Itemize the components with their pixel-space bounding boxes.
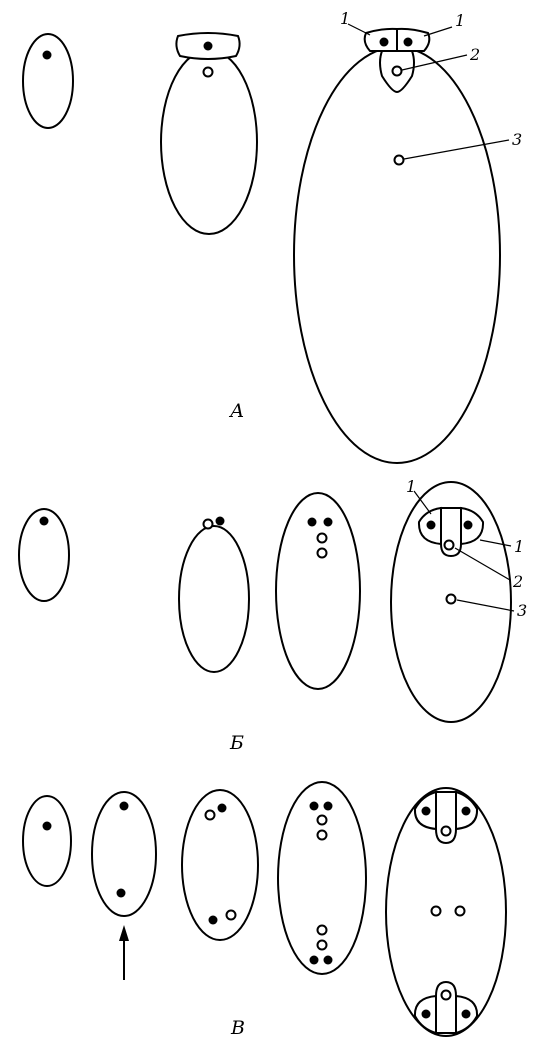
nucleus-open [442, 827, 451, 836]
nucleus-filled [310, 956, 319, 965]
nucleus-filled [43, 51, 52, 60]
nucleus-filled [117, 889, 126, 898]
callout-line [404, 140, 509, 159]
nucleus-filled [40, 517, 49, 526]
callout-line [457, 600, 514, 611]
callout-1: 1 [340, 9, 350, 28]
nucleus-filled [422, 1010, 431, 1019]
callout-line [424, 27, 452, 36]
nucleus-open [395, 156, 404, 165]
nucleus-filled [43, 822, 52, 831]
cell [179, 526, 249, 672]
callout-line [348, 24, 370, 35]
nucleus-filled [380, 38, 389, 47]
callout-1: 1 [406, 477, 416, 496]
nucleus-open [432, 907, 441, 916]
cell [23, 796, 71, 886]
nucleus-filled [404, 38, 413, 47]
panel-label-b: Б [229, 732, 244, 754]
nucleus-filled [216, 517, 225, 526]
cell [92, 792, 156, 916]
nucleus-open [445, 541, 454, 550]
nucleus-filled [462, 807, 471, 816]
nucleus-filled [120, 802, 129, 811]
panel-b: 1 1 2 3 Б [19, 477, 527, 754]
arrow-head [119, 925, 129, 941]
cell [276, 493, 360, 689]
nucleus-open [204, 68, 213, 77]
cell [182, 790, 258, 940]
nucleus-filled [422, 807, 431, 816]
nucleus-open [318, 534, 327, 543]
nucleus-open [393, 67, 402, 76]
callout-line [480, 540, 511, 546]
nucleus-open [442, 991, 451, 1000]
nucleus-open [318, 831, 327, 840]
nucleus-filled [209, 916, 218, 925]
nucleus-filled [324, 518, 333, 527]
cell [23, 34, 73, 128]
nucleus-open [318, 941, 327, 950]
nucleus-open [318, 926, 327, 935]
nucleus-filled [324, 956, 333, 965]
nucleus-open [227, 911, 236, 920]
nucleus-open [447, 595, 456, 604]
nucleus-open [318, 816, 327, 825]
nucleus-open [318, 549, 327, 558]
panel-a: 1 1 2 3 А [23, 9, 522, 463]
callout-2: 2 [512, 572, 523, 591]
nucleus-filled [218, 804, 227, 813]
panel-label-c: В [230, 1017, 245, 1039]
nucleus-open [456, 907, 465, 916]
nucleus-filled [324, 802, 333, 811]
callout-2: 2 [469, 45, 480, 64]
callout-3: 3 [512, 130, 522, 149]
nucleus-filled [464, 521, 473, 530]
nucleus-filled [310, 802, 319, 811]
callout-1: 1 [455, 11, 465, 30]
callout-line [455, 548, 510, 580]
cell [161, 50, 257, 234]
callout-1: 1 [514, 537, 524, 556]
cell [294, 47, 500, 463]
nucleus-filled [308, 518, 317, 527]
nucleus-filled [427, 521, 436, 530]
nucleus-filled [204, 42, 213, 51]
cap-cell-right [397, 29, 429, 51]
nucleus-open [204, 520, 213, 529]
nucleus-filled [462, 1010, 471, 1019]
panel-c: В [23, 782, 506, 1039]
callout-3: 3 [517, 601, 527, 620]
nucleus-open [206, 811, 215, 820]
panel-label-a: А [228, 400, 244, 422]
